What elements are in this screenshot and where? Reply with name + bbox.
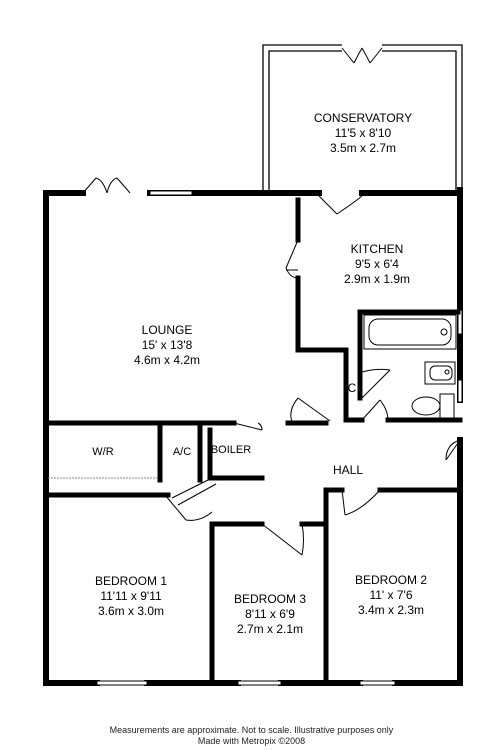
- room-label-bedroom3: BEDROOM 3 8'11 x 6'9 2.7m x 2.1m: [234, 592, 306, 637]
- bath: [363, 314, 457, 350]
- conservatory-walls: [262, 44, 463, 193]
- room-label-kitchen: KITCHEN 9'5 x 6'4 2.9m x 1.9m: [344, 242, 410, 287]
- room-label-conservatory: CONSERVATORY 11'5 x 8'10 3.5m x 2.7m: [314, 111, 412, 156]
- room-size-imperial: 11'11 x 9'11: [100, 589, 162, 603]
- room-size-metric: 4.6m x 4.2m: [133, 353, 201, 367]
- room-size-imperial: 11' x 7'6: [369, 588, 413, 602]
- room-label-boiler: BOILER: [210, 444, 252, 456]
- room-label-bedroom1: BEDROOM 1 11'11 x 9'11 3.6m x 3.0m: [95, 574, 167, 619]
- room-size-metric: 3.4m x 2.3m: [357, 603, 425, 617]
- room-label-cupboard: C: [347, 381, 357, 395]
- conservatory-door: [341, 47, 383, 64]
- internal-walls: [43, 197, 463, 686]
- room-name: CONSERVATORY: [313, 111, 413, 125]
- room-name: BEDROOM 2: [354, 573, 428, 587]
- credit: Made with Metropix ©2008: [197, 736, 306, 746]
- toilet: [411, 393, 455, 419]
- disclaimer: Measurements are approximate. Not to sca…: [109, 725, 394, 735]
- internal-doors: [164, 195, 461, 556]
- room-size-imperial: 11'5 x 8'10: [334, 126, 392, 140]
- room-size-imperial: 8'11 x 6'9: [245, 607, 295, 621]
- room-name: LOUNGE: [141, 323, 193, 337]
- windows: [96, 190, 463, 686]
- room-name: BEDROOM 3: [233, 592, 307, 606]
- room-name: KITCHEN: [350, 242, 404, 256]
- room-label-lounge: LOUNGE 15' x 13'8 4.6m x 4.2m: [134, 323, 200, 368]
- lounge-door: [82, 177, 131, 194]
- room-size-imperial: 9'5 x 6'4: [355, 257, 399, 271]
- room-size-metric: 3.5m x 2.7m: [329, 141, 397, 155]
- room-size-metric: 2.7m x 2.1m: [236, 622, 304, 636]
- room-size-imperial: 15' x 13'8: [141, 338, 193, 352]
- room-label-ac: A/C: [172, 446, 192, 458]
- room-name: BEDROOM 1: [94, 574, 168, 588]
- external-walls: [43, 187, 463, 686]
- room-label-wr: W/R: [92, 446, 114, 458]
- room-size-metric: 2.9m x 1.9m: [343, 272, 411, 286]
- basin: [424, 361, 456, 385]
- room-label-bedroom2: BEDROOM 2 11' x 7'6 3.4m x 2.3m: [355, 573, 427, 618]
- room-label-hall: HALL: [332, 463, 364, 477]
- room-size-metric: 3.6m x 3.0m: [97, 604, 165, 618]
